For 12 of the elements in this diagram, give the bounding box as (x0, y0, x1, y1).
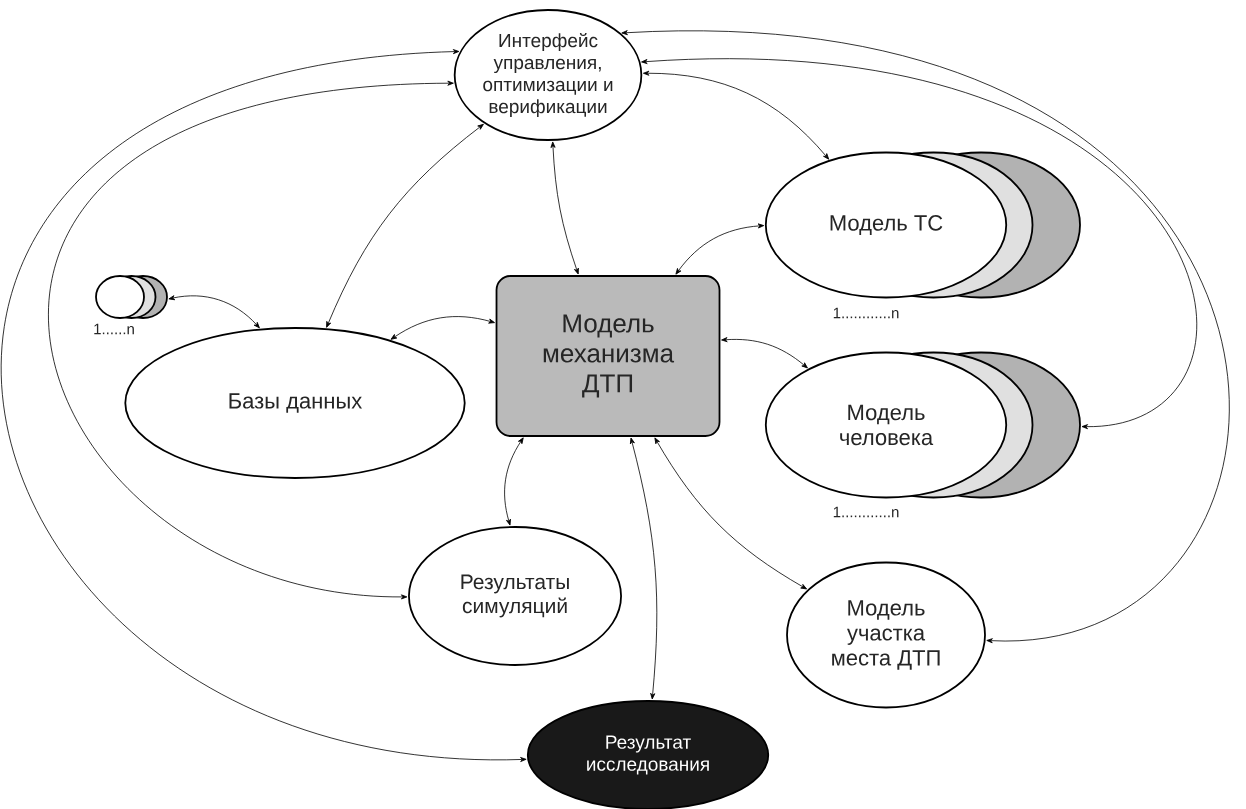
arrow (642, 70, 830, 160)
arrow (675, 223, 765, 275)
arrow (654, 437, 807, 590)
arrow (641, 59, 1198, 430)
count-label: 1............n (833, 307, 899, 319)
arrow (629, 437, 658, 700)
arrow (550, 141, 579, 275)
arrow (721, 337, 808, 369)
ellipse-node: Интерфейс управления, оптимизации и верификации (453, 9, 643, 141)
ellipse-node: Модель участка места ДТП (786, 561, 986, 709)
model-box: Модель механизма ДТП (495, 275, 721, 437)
count-label: 1............n (833, 506, 899, 518)
